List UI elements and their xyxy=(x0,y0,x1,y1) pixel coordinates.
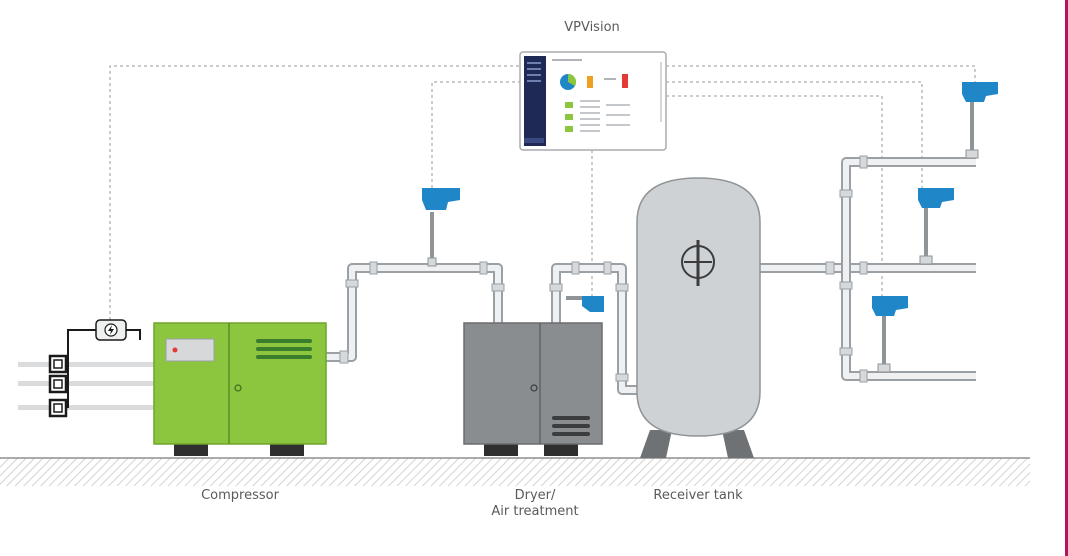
compressor xyxy=(153,322,327,456)
ground xyxy=(0,457,1030,486)
receiver-tank-label: Receiver tank xyxy=(653,488,743,503)
compressor-label: Compressor xyxy=(201,488,279,503)
dryer xyxy=(463,322,603,456)
vpvision-dashboard-screen xyxy=(519,51,667,151)
flow-sensor-icon xyxy=(422,188,460,267)
dryer-label-line2: Air treatment xyxy=(491,504,579,519)
receiver-tank xyxy=(636,177,761,458)
energy-meter-icon xyxy=(95,319,127,341)
flow-sensor-icon xyxy=(872,296,908,373)
power-input-lines xyxy=(18,329,154,410)
flow-sensor-icon xyxy=(918,188,954,265)
pipework xyxy=(326,155,976,395)
vpvision-label: VPVision xyxy=(564,20,620,35)
data-link-lines xyxy=(109,65,976,320)
flow-sensor-icon xyxy=(566,296,604,312)
flow-sensor-icon xyxy=(962,82,998,159)
power-meter xyxy=(48,354,68,418)
right-edge-border xyxy=(1065,0,1068,556)
dryer-label-line1: Dryer/ xyxy=(514,488,556,503)
